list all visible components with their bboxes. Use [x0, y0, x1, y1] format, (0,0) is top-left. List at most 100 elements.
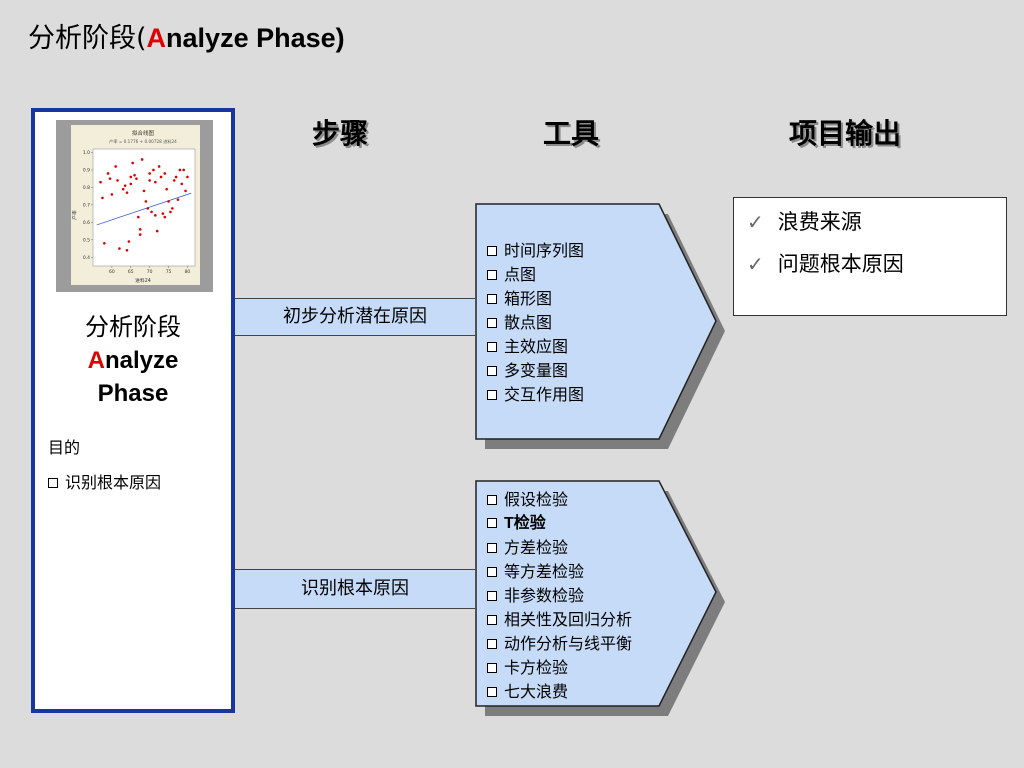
scatter-point: [103, 241, 106, 245]
checkbox-bullet-icon: [48, 478, 58, 488]
chart-title: 拟合线图: [132, 129, 155, 137]
analyze-phase-panel: 拟合线图 产率 = 0.1776 + 0.00728 进料24 进料24 产率 …: [31, 108, 235, 713]
list-item: 相关性及回归分析: [487, 608, 632, 632]
scatter-point: [184, 189, 187, 193]
scatter-point: [186, 175, 189, 179]
scatter-point: [121, 187, 125, 191]
checkbox-bullet-icon: [487, 591, 497, 601]
check-mark-icon: ✓: [747, 252, 764, 276]
list-item: 点图: [487, 263, 584, 287]
scatter-point: [106, 172, 110, 175]
scatter-point: [125, 248, 129, 252]
title-cn: 分析阶段(: [28, 23, 147, 54]
title-en-rest: nalyze Phase): [166, 23, 345, 53]
scatter-point: [155, 229, 159, 233]
scatter-point: [131, 161, 134, 165]
phase-label-en-line2: Phase: [97, 380, 169, 407]
x-tick-label: 70: [147, 269, 153, 275]
scatter-point: [154, 214, 157, 217]
scatter-point: [178, 168, 182, 172]
scatter-point: [125, 191, 129, 194]
tools-arrow-2: [475, 480, 725, 716]
chart-ylabel: 产率: [71, 210, 78, 220]
scatter-point: [182, 168, 185, 172]
checkbox-bullet-icon: [487, 318, 497, 328]
list-item: 多变量图: [487, 359, 584, 383]
scatter-point: [108, 177, 112, 180]
y-tick-label: 0.6: [83, 220, 90, 226]
scatter-point: [161, 212, 165, 215]
scatter-point: [127, 240, 131, 243]
list-item: 主效应图: [487, 335, 584, 359]
output-item-1: ✓浪费来源: [747, 210, 862, 234]
scatter-point: [144, 200, 148, 203]
scatter-point: [172, 179, 176, 182]
step-label: 初步分析潜在原因: [283, 306, 427, 327]
scatter-plot-thumbnail: 拟合线图 产率 = 0.1776 + 0.00728 进料24 进料24 产率 …: [71, 125, 200, 285]
checkbox-bullet-icon: [487, 495, 497, 505]
column-header-outputs: 项目输出: [789, 117, 902, 150]
phase-label-en-initial: A: [87, 347, 105, 374]
y-tick-label: 0.9: [83, 167, 90, 173]
y-tick-label: 0.4: [83, 255, 90, 261]
checkbox-bullet-icon: [487, 518, 497, 528]
list-item: 散点图: [487, 311, 584, 335]
scatter-point: [163, 172, 167, 175]
purpose-item: 识别根本原因: [48, 469, 161, 493]
scatter-point: [138, 228, 142, 231]
scatter-point: [176, 198, 180, 201]
phase-label-en-rest: nalyze: [104, 347, 179, 374]
checkbox-bullet-icon: [487, 615, 497, 625]
scatter-point: [101, 196, 104, 200]
title-en-initial: A: [146, 23, 167, 53]
scatter-point: [167, 200, 170, 203]
scatter-point: [159, 175, 163, 179]
purpose-item-text: 识别根本原因: [65, 473, 162, 492]
list-item: 动作分析与线平衡: [487, 632, 632, 656]
x-tick-label: 60: [109, 269, 115, 275]
checkbox-bullet-icon: [487, 342, 497, 352]
y-tick-label: 1.0: [83, 150, 90, 156]
scatter-point: [169, 210, 172, 214]
step-connector-1: 初步分析潜在原因: [235, 298, 475, 336]
checkbox-bullet-icon: [487, 543, 497, 553]
scatter-point: [146, 207, 150, 210]
x-tick-label: 65: [128, 269, 134, 275]
checkbox-bullet-icon: [487, 390, 497, 400]
list-item: 非参数检验: [487, 584, 632, 608]
list-item: 七大浪费: [487, 680, 632, 704]
phase-label-cn: 分析阶段: [85, 313, 181, 341]
scatter-point: [142, 189, 146, 193]
tools-list-1: 时间序列图 点图 箱形图 散点图 主效应图 多变量图 交互作用图: [487, 239, 584, 407]
scatter-point: [138, 233, 142, 236]
y-tick-label: 0.8: [83, 185, 90, 191]
phase-label: 分析阶段 Analyze Phase: [35, 310, 231, 410]
list-item: T检验: [487, 512, 632, 536]
list-item: 箱形图: [487, 287, 584, 311]
checkbox-bullet-icon: [487, 567, 497, 577]
scatter-point: [118, 247, 121, 250]
chart-subtitle: 产率 = 0.1776 + 0.00728 进料24: [109, 138, 177, 145]
scatter-point: [140, 158, 144, 161]
scatter-point: [114, 165, 117, 168]
column-header-steps: 步骤: [312, 117, 369, 150]
checkbox-bullet-icon: [487, 246, 497, 256]
scatter-point: [99, 180, 102, 184]
scatter-plot-thumbnail-frame: 拟合线图 产率 = 0.1776 + 0.00728 进料24 进料24 产率 …: [56, 120, 213, 292]
list-item: 时间序列图: [487, 239, 584, 263]
scatter-point: [135, 177, 138, 180]
checkbox-bullet-icon: [487, 663, 497, 673]
list-item: 卡方检验: [487, 656, 632, 680]
checkbox-bullet-icon: [487, 270, 497, 280]
column-header-tools: 工具: [543, 117, 600, 150]
scatter-point: [123, 184, 127, 187]
y-tick-label: 0.5: [83, 237, 90, 243]
scatter-point: [163, 215, 167, 219]
tools-arrow-1: [475, 203, 725, 449]
list-item: 假设检验: [487, 488, 632, 512]
purpose-label: 目的: [48, 438, 81, 457]
scatter-point: [165, 187, 168, 191]
check-mark-icon: ✓: [747, 210, 764, 234]
project-output-box: ✓浪费来源 ✓问题根本原因: [733, 197, 1007, 316]
tools-list-2: 假设检验 T检验 方差检验 等方差检验 非参数检验 相关性及回归分析 动作分析与…: [487, 488, 632, 704]
